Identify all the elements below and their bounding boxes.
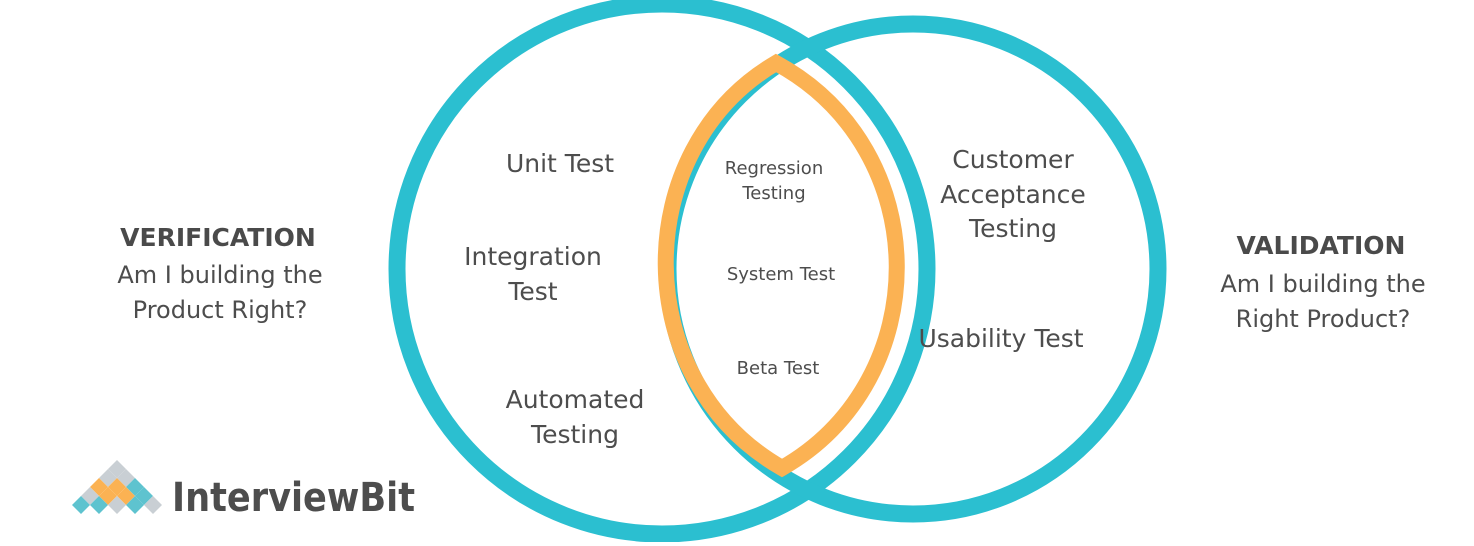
interviewbit-logo: InterviewBit xyxy=(72,460,415,521)
verification-panel: VERIFICATION Am I building the Product R… xyxy=(117,223,322,324)
verification-circle xyxy=(388,0,936,543)
diamond-grid-logo-icon xyxy=(72,460,162,514)
verification-items: Unit Test Integration Test Automated Tes… xyxy=(464,149,644,449)
validation-items: Customer Acceptance Testing Usability Te… xyxy=(918,145,1085,353)
integration-test-label-line2: Test xyxy=(507,277,557,306)
regression-testing-label-line2: Testing xyxy=(741,183,805,204)
usability-test-label: Usability Test xyxy=(918,324,1083,353)
verification-question-line2: Product Right? xyxy=(133,296,308,324)
system-test-label: System Test xyxy=(727,264,835,285)
validation-question-line2: Right Product? xyxy=(1236,305,1411,333)
automated-testing-label-line2: Testing xyxy=(530,420,619,449)
validation-panel: VALIDATION Am I building the Right Produ… xyxy=(1220,231,1425,333)
customer-acceptance-label-line3: Testing xyxy=(968,214,1057,243)
automated-testing-label-line1: Automated xyxy=(506,385,645,414)
regression-testing-label-line1: Regression xyxy=(725,158,823,179)
overlap-lens xyxy=(657,53,905,478)
customer-acceptance-label-line1: Customer xyxy=(952,145,1074,174)
integration-test-label-line1: Integration xyxy=(464,242,602,271)
verification-heading: VERIFICATION xyxy=(120,223,316,252)
beta-test-label: Beta Test xyxy=(737,358,820,379)
logo-wordmark: InterviewBit xyxy=(172,475,415,521)
overlap-items: Regression Testing System Test Beta Test xyxy=(725,158,835,379)
unit-test-label: Unit Test xyxy=(506,149,614,178)
validation-heading: VALIDATION xyxy=(1237,231,1406,260)
customer-acceptance-label-line2: Acceptance xyxy=(940,180,1086,209)
validation-question-line1: Am I building the xyxy=(1220,270,1425,298)
verification-question-line1: Am I building the xyxy=(117,261,322,289)
